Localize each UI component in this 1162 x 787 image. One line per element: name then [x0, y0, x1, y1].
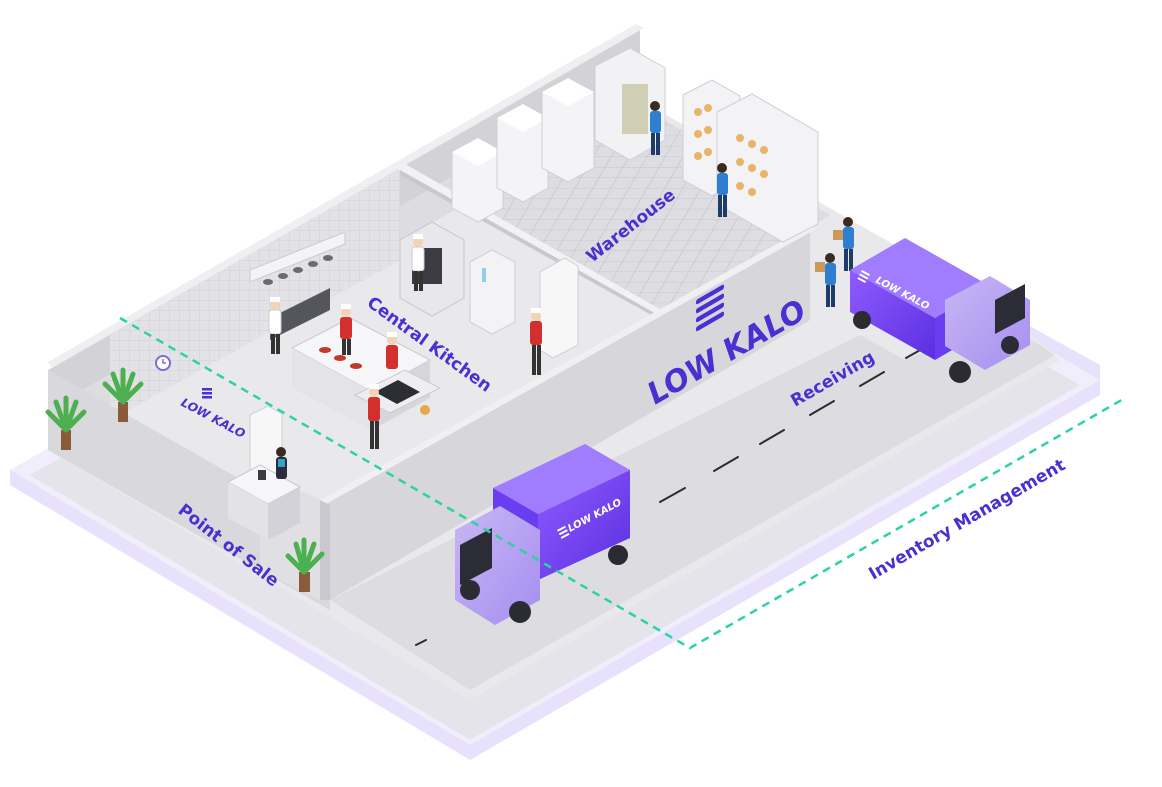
chef-icon: [268, 297, 282, 354]
low-kalo-logo-icon: [557, 525, 570, 539]
worker-icon: [833, 217, 854, 271]
point-of-sale-area: [155, 355, 302, 540]
plant-icon: [45, 395, 87, 450]
worker-icon: [717, 163, 728, 217]
warehouse-fridges: [451, 47, 666, 223]
warehouse-workers: [650, 101, 854, 307]
fridge-icon: [539, 257, 579, 359]
fridge-icon: [594, 47, 666, 161]
shelf-icon: [716, 93, 819, 243]
chef-icon: [530, 308, 542, 375]
kitchen-staff: [268, 234, 542, 449]
low-kalo-logo-icon: [202, 388, 212, 399]
fridge-icon: [496, 103, 549, 203]
truck-icon: [850, 238, 1030, 383]
plant-icon: [285, 537, 325, 592]
low-kalo-logo-icon: [696, 284, 724, 332]
worker-icon: [650, 101, 661, 155]
plant-icon: [102, 367, 144, 422]
worker-icon: [815, 253, 836, 307]
chef-icon: [411, 234, 425, 291]
inventory-management-outline: [119, 316, 1126, 650]
chef-icon: [368, 384, 380, 449]
clock-icon: [155, 355, 171, 371]
cash-register-icon: [226, 464, 302, 540]
oven-icon: [399, 221, 465, 317]
worker-icon: [276, 447, 287, 479]
plants: [45, 367, 325, 592]
road-markings: [415, 348, 923, 646]
fridge-icon: [469, 249, 516, 335]
low-kalo-logo-icon: [857, 270, 870, 284]
fridge-icon: [451, 137, 504, 223]
fridge-icon: [541, 77, 595, 183]
chef-icon: [386, 332, 398, 369]
chef-icon: [340, 304, 352, 355]
truck-icon: [455, 444, 630, 625]
